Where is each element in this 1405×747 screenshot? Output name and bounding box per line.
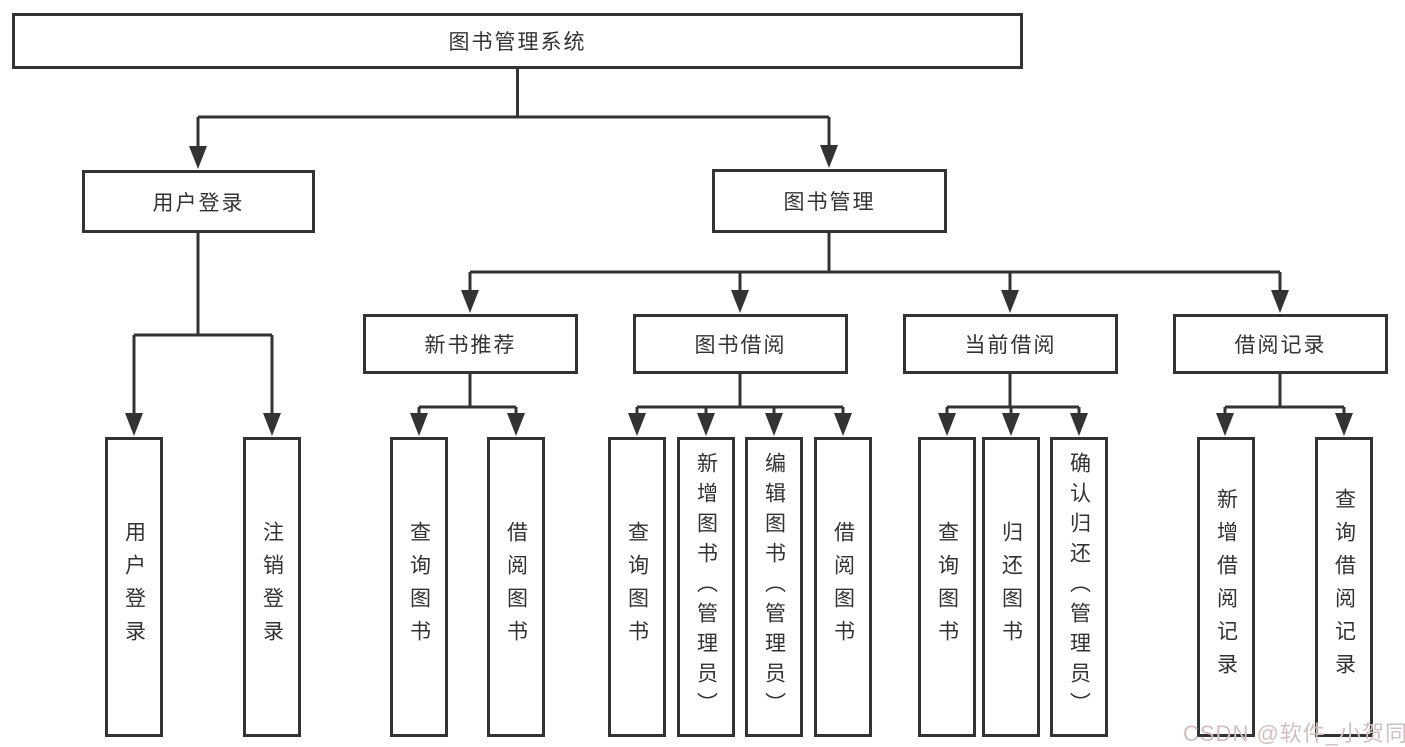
- node-book-borrowing-label: 图书借阅: [694, 334, 787, 357]
- leaf-borrow-books-recommend: 借阅图书: [487, 437, 545, 737]
- leaf-confirm-return-admin: 确认归还（管理员）: [1050, 437, 1108, 737]
- leaf-query-books-current: 查询图书: [918, 437, 976, 737]
- node-library-system: 图书管理系统: [12, 13, 1023, 69]
- node-library-system-label: 图书管理系统: [448, 31, 587, 54]
- leaf-query-books-borrowing-label: 查询图书: [625, 521, 649, 653]
- leaf-return-book-label: 归还图书: [999, 521, 1023, 653]
- node-book-management-label: 图书管理: [783, 191, 876, 214]
- node-borrowing-records-label: 借阅记录: [1234, 334, 1327, 357]
- leaf-borrow-books-recommend-label: 借阅图书: [504, 521, 528, 653]
- node-book-management: 图书管理: [712, 169, 947, 233]
- leaf-add-book-admin-label: 新增图书（管理员）: [694, 452, 718, 722]
- leaf-user-login: 用户登录: [105, 437, 163, 737]
- node-borrowing-records: 借阅记录: [1173, 314, 1388, 374]
- leaf-edit-book-admin-label: 编辑图书（管理员）: [762, 452, 786, 722]
- node-current-borrowing-label: 当前借阅: [964, 334, 1057, 357]
- leaf-query-books-borrowing: 查询图书: [608, 437, 666, 737]
- leaf-borrow-books-borrowing-label: 借阅图书: [831, 521, 855, 653]
- leaf-add-borrow-record: 新增借阅记录: [1197, 437, 1255, 737]
- csdn-watermark: CSDN @软件_小贺同学: [1183, 721, 1405, 746]
- leaf-edit-book-admin: 编辑图书（管理员）: [745, 437, 803, 737]
- leaf-query-books-recommend: 查询图书: [390, 437, 448, 737]
- leaf-query-books-recommend-label: 查询图书: [407, 521, 431, 653]
- leaf-logout-label: 注销登录: [260, 521, 284, 653]
- leaf-query-books-current-label: 查询图书: [935, 521, 959, 653]
- leaf-add-book-admin: 新增图书（管理员）: [677, 437, 735, 737]
- leaf-query-borrow-record: 查询借阅记录: [1315, 437, 1373, 737]
- leaf-return-book: 归还图书: [982, 437, 1040, 737]
- node-current-borrowing: 当前借阅: [903, 314, 1118, 374]
- leaf-logout: 注销登录: [243, 437, 301, 737]
- node-new-book-recommend: 新书推荐: [363, 314, 578, 374]
- node-book-borrowing: 图书借阅: [633, 314, 848, 374]
- leaf-add-borrow-record-label: 新增借阅记录: [1214, 488, 1238, 686]
- leaf-borrow-books-borrowing: 借阅图书: [814, 437, 872, 737]
- node-user-login: 用户登录: [82, 170, 315, 233]
- leaf-confirm-return-admin-label: 确认归还（管理员）: [1067, 452, 1091, 722]
- leaf-query-borrow-record-label: 查询借阅记录: [1332, 488, 1356, 686]
- node-user-login-label: 用户登录: [152, 191, 245, 215]
- leaf-user-login-label: 用户登录: [122, 521, 146, 653]
- node-new-book-recommend-label: 新书推荐: [424, 334, 517, 357]
